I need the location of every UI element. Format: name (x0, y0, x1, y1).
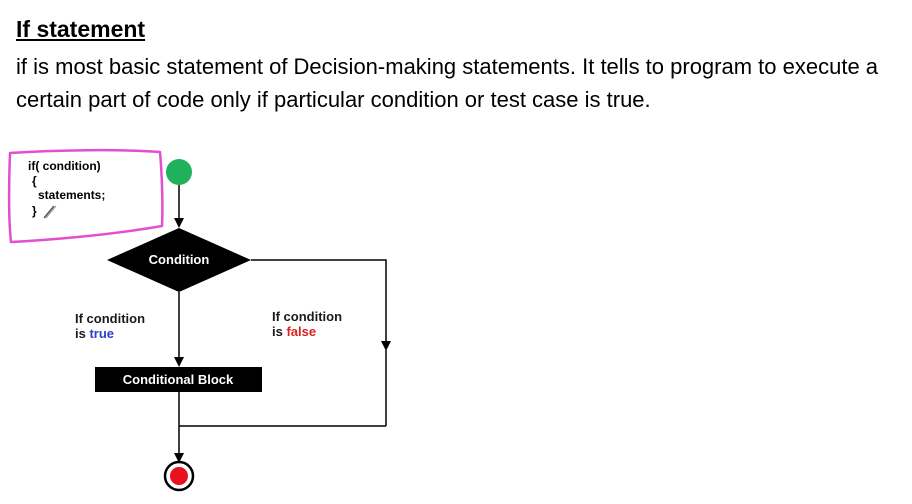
code-line-2: { (32, 174, 37, 188)
true-label-line-1: If condition (75, 311, 145, 326)
slide-description: if is most basic statement of Decision-m… (16, 54, 879, 112)
false-value: false (286, 324, 316, 339)
false-label-line-1: If condition (272, 309, 342, 324)
condition-diamond (107, 228, 251, 292)
condition-label: Condition (149, 252, 210, 267)
true-value: true (89, 326, 114, 341)
false-label-line-2: is false (272, 324, 316, 339)
end-node (170, 467, 188, 485)
conditional-block (95, 367, 262, 392)
false-branch-line (251, 259, 391, 351)
slide-title: If statement (16, 16, 146, 42)
start-node (166, 159, 192, 185)
pencil-icon (43, 205, 57, 219)
code-highlight-outline (7, 148, 164, 244)
conditional-block-label: Conditional Block (123, 372, 234, 387)
code-line-3: statements; (38, 188, 105, 202)
code-line-4: } (32, 204, 37, 218)
true-label-line-2: is true (75, 326, 114, 341)
code-line-1: if( condition) (28, 159, 101, 173)
